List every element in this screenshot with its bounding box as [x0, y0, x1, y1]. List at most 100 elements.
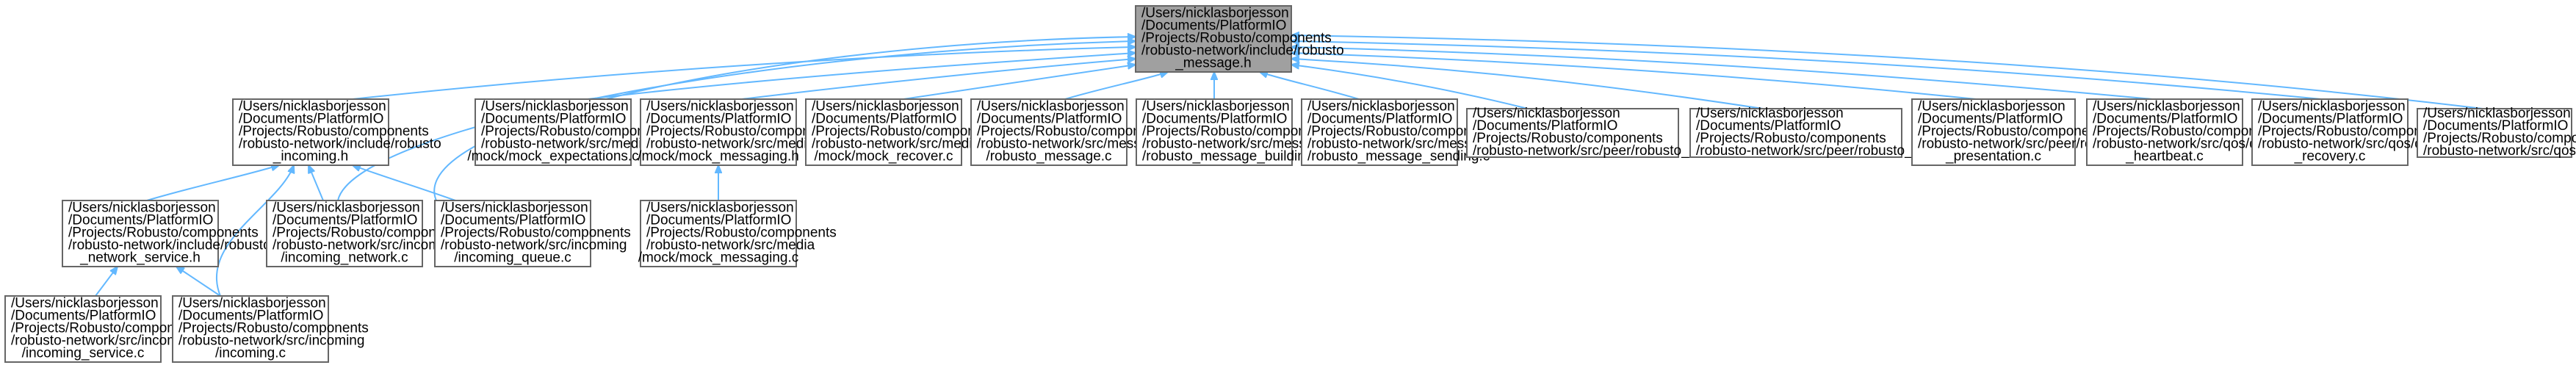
edge-incoming_queue-to-root — [433, 37, 1136, 209]
node-label-line: _message.h — [1175, 56, 1252, 71]
edge-mock_recover-to-root — [903, 65, 1136, 100]
node-label-line: _network_service.h — [79, 250, 201, 266]
node-incoming-network[interactable]: /Users/nicklasborjesson/Documents/Platfo… — [266, 200, 463, 267]
node-label-line: /Documents/PlatformIO — [178, 308, 323, 324]
edge-line — [353, 165, 456, 201]
node-label-line: /robusto-network/src/incoming — [441, 238, 627, 253]
edge-incoming_queue-to-incoming_h — [353, 165, 456, 201]
node-message-sending[interactable]: /Users/nicklasborjesson/Documents/Platfo… — [1301, 98, 1498, 166]
node-box — [1301, 98, 1458, 166]
node-label-line: /Documents/PlatformIO — [1473, 118, 1617, 134]
node-mock-recover[interactable]: /Users/nicklasborjesson/Documents/Platfo… — [805, 98, 1002, 166]
node-label-line: /Projects/Robusto/components — [2093, 124, 2283, 140]
edge-robusto_peer-to-root — [1291, 65, 1529, 109]
node-label-line: /robusto_message_building.c — [1142, 149, 1324, 165]
node-label-line: _heartbeat.c — [2125, 149, 2204, 165]
node-box — [2417, 108, 2572, 158]
node-message-building[interactable]: /Users/nicklasborjesson/Documents/Platfo… — [1136, 98, 1332, 166]
node-box — [475, 98, 632, 166]
node-label-line: /Projects/Robusto/components — [2423, 131, 2576, 146]
node-label-line: /Documents/PlatformIO — [239, 112, 383, 127]
node-incoming-c[interactable]: /Users/nicklasborjesson/Documents/Platfo… — [172, 295, 369, 363]
node-box — [1136, 98, 1293, 166]
node-robusto-peers[interactable]: /Users/nicklasborjesson/Documents/Platfo… — [1689, 106, 1958, 159]
node-mock-expectations[interactable]: /Users/nicklasborjesson/Documents/Platfo… — [467, 98, 671, 166]
node-label-line: /Documents/PlatformIO — [2258, 112, 2403, 127]
node-robusto-presentation[interactable]: /Users/nicklasborjesson/Documents/Platfo… — [1911, 98, 2126, 166]
node-label-line: /robusto-network/src/media — [481, 137, 650, 152]
node-label-line: /Projects/Robusto/components — [646, 124, 837, 140]
edge-line — [903, 65, 1136, 100]
node-robusto-peer[interactable]: /Users/nicklasborjesson/Documents/Platfo… — [1466, 106, 1727, 159]
edge-line — [146, 165, 279, 201]
node-label-line: /Documents/PlatformIO — [646, 112, 791, 127]
node-box — [4, 295, 162, 363]
node-label-line: /Users/nicklasborjesson — [646, 99, 794, 115]
edge-line — [741, 59, 1136, 100]
node-box — [2251, 98, 2409, 166]
edge-line — [1064, 72, 1168, 100]
node-label-line: /Users/nicklasborjesson — [1142, 99, 1290, 115]
node-label-line: /incoming_queue.c — [454, 250, 571, 266]
edge-incoming_c-to-incoming_h — [215, 165, 294, 297]
node-label-line: /Projects/Robusto/components — [239, 124, 429, 140]
node-qos-recovery[interactable]: /Users/nicklasborjesson/Documents/Platfo… — [2251, 98, 2448, 166]
node-box — [640, 200, 797, 267]
edge-line — [215, 165, 294, 297]
node-label-line: /Projects/Robusto/components — [1473, 131, 1663, 146]
edge-network_service_h-to-incoming_h — [146, 165, 279, 201]
node-box — [805, 98, 962, 166]
node-label-line: /Users/nicklasborjesson — [2258, 99, 2406, 115]
node-root[interactable]: /Users/nicklasborjesson/Documents/Platfo… — [1135, 5, 1344, 73]
node-label-line: /Documents/PlatformIO — [1918, 112, 2063, 127]
node-label-line: /Users/nicklasborjesson — [1696, 106, 1844, 121]
node-label-line: /robusto-network/src/qos/qos — [2258, 137, 2437, 152]
edge-incoming_service-to-network_service_h — [95, 267, 118, 297]
edge-line — [308, 165, 324, 201]
node-label-line: _incoming.h — [273, 149, 348, 165]
node-label-line: /robusto-network/include/robusto — [239, 137, 441, 152]
node-label-line: /Users/nicklasborjesson — [977, 99, 1125, 115]
node-label-line: /Users/nicklasborjesson — [1307, 99, 1455, 115]
node-label-line: /Projects/Robusto/components — [977, 124, 1167, 140]
node-label-line: /robusto-network/src/message — [1307, 137, 1495, 152]
edge-line — [1291, 47, 2153, 100]
node-label-line: /Users/nicklasborjesson — [239, 99, 386, 115]
node-incoming-queue[interactable]: /Users/nicklasborjesson/Documents/Platfo… — [434, 200, 631, 267]
node-label-line: /robusto-network/src/incoming — [273, 238, 458, 253]
node-label-line: /mock/mock_messaging.c — [638, 250, 799, 266]
node-label-line: /Users/nicklasborjesson — [2423, 106, 2571, 121]
node-label-line: /robusto-network/include/robusto — [1141, 43, 1344, 59]
node-network-service-h[interactable]: /Users/nicklasborjesson/Documents/Platfo… — [62, 200, 271, 267]
node-label-line: /robusto-network/src/qos/qos — [2093, 137, 2272, 152]
node-label-line: /Projects/Robusto/components — [11, 321, 201, 336]
node-incoming-service[interactable]: /Users/nicklasborjesson/Documents/Platfo… — [4, 295, 201, 363]
edge-line — [1291, 59, 1764, 109]
node-box — [2086, 98, 2243, 166]
node-label-line: /Projects/Robusto/components — [68, 225, 259, 241]
node-box — [172, 295, 329, 363]
node-qos-heartbeat[interactable]: /Users/nicklasborjesson/Documents/Platfo… — [2086, 98, 2283, 166]
node-label-line: /robusto-network/src/media — [646, 238, 815, 253]
node-label-line: /Projects/Robusto/components — [1918, 124, 2108, 140]
node-incoming-h[interactable]: /Users/nicklasborjesson/Documents/Platfo… — [232, 98, 441, 166]
edge-incoming_network-to-incoming_h — [308, 165, 324, 201]
node-label-line: /Documents/PlatformIO — [1696, 118, 1841, 134]
node-robusto-message-c[interactable]: /Users/nicklasborjesson/Documents/Platfo… — [970, 98, 1167, 166]
node-mock-messaging-c[interactable]: /Users/nicklasborjesson/Documents/Platfo… — [638, 200, 837, 267]
node-label-line: /Documents/PlatformIO — [1142, 112, 1287, 127]
node-label-line: /robusto-network/src/peer/robusto_peer.c — [1473, 143, 1727, 159]
edge-line — [176, 267, 221, 297]
node-box — [1135, 5, 1292, 73]
node-mock-messaging-h[interactable]: /Users/nicklasborjesson/Documents/Platfo… — [638, 98, 837, 166]
edge-message_sending-to-root — [1260, 72, 1360, 100]
node-label-line: /Documents/PlatformIO — [11, 308, 156, 324]
edge-line — [1291, 65, 1529, 109]
node-qos-state[interactable]: /Users/nicklasborjesson/Documents/Platfo… — [2417, 106, 2576, 159]
node-label-line: /Projects/Robusto/components — [481, 124, 671, 140]
edge-mock_expectations-to-root — [587, 53, 1136, 100]
node-label-line: /robusto-network/src/message — [1142, 137, 1330, 152]
node-label-line: /incoming.c — [215, 346, 286, 361]
node-label-line: /mock/mock_recover.c — [815, 149, 953, 165]
